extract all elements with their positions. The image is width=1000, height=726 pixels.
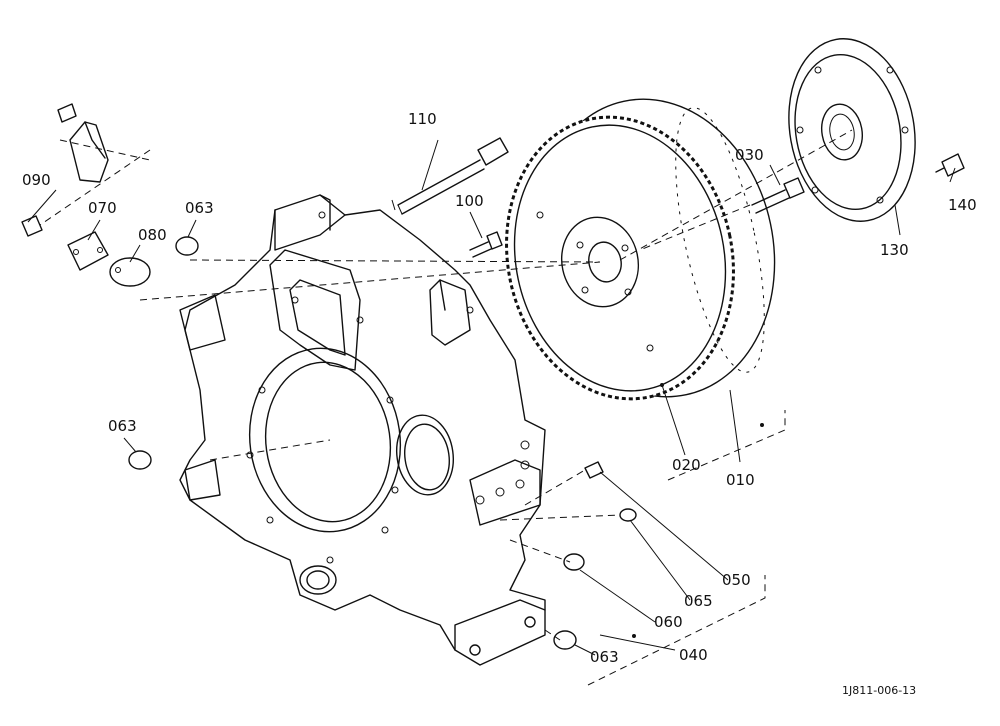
top-boss: [274, 209, 346, 251]
left-lug: [179, 294, 226, 351]
label-140: 140: [948, 196, 977, 214]
label-080: 080: [138, 226, 167, 244]
flywheel-hub: [560, 216, 640, 308]
starter-boss: [299, 565, 337, 595]
plug-060: [563, 553, 585, 571]
plug-063-lower: [553, 630, 577, 650]
cap-080: [109, 257, 151, 287]
pin-050: [584, 461, 604, 479]
drawing-code: 1J811-006-13: [842, 684, 916, 697]
plug-063-left: [128, 450, 152, 470]
upper-flange-pad: [269, 249, 361, 371]
coupling-splined-hub: [821, 103, 863, 161]
label-063-lower: 063: [590, 648, 619, 666]
clamp-bracket: [57, 103, 109, 183]
washer-065: [619, 508, 637, 522]
flywheel-assembly: [505, 98, 776, 401]
label-063-left: 063: [108, 417, 137, 435]
label-060: 060: [654, 613, 683, 631]
label-130: 130: [880, 241, 909, 259]
cover-plate-070: [67, 231, 109, 271]
label-100: 100: [455, 192, 484, 210]
secondary-bore: [396, 414, 454, 496]
label-010: 010: [726, 471, 755, 489]
label-063-upper: 063: [185, 199, 214, 217]
bolt-030: [751, 177, 805, 214]
bolt-090: [21, 215, 43, 237]
flywheel-center-bore: [588, 241, 622, 283]
label-110: 110: [408, 110, 437, 128]
label-020: 020: [672, 456, 701, 474]
label-050: 050: [722, 571, 751, 589]
leader-lines: [27, 129, 956, 686]
bolt-100: [469, 231, 503, 258]
label-090: 090: [22, 171, 51, 189]
flywheel-housing: [179, 194, 546, 666]
group-bracket-010: [667, 410, 786, 481]
long-bolt-110: [391, 137, 509, 215]
plug-063-upper: [175, 236, 199, 256]
bottom-mount: [454, 599, 546, 651]
label-030: 030: [735, 146, 764, 164]
bolt-140: [935, 153, 965, 177]
group-bracket-040: [587, 575, 766, 686]
main-bore: [248, 347, 402, 533]
label-070: 070: [88, 199, 117, 217]
label-040: 040: [679, 646, 708, 664]
housing-outline: [179, 194, 546, 666]
callout-labels: 110 030 090 070 063 100 140 080 130 063 …: [22, 110, 977, 697]
label-065: 065: [684, 592, 713, 610]
